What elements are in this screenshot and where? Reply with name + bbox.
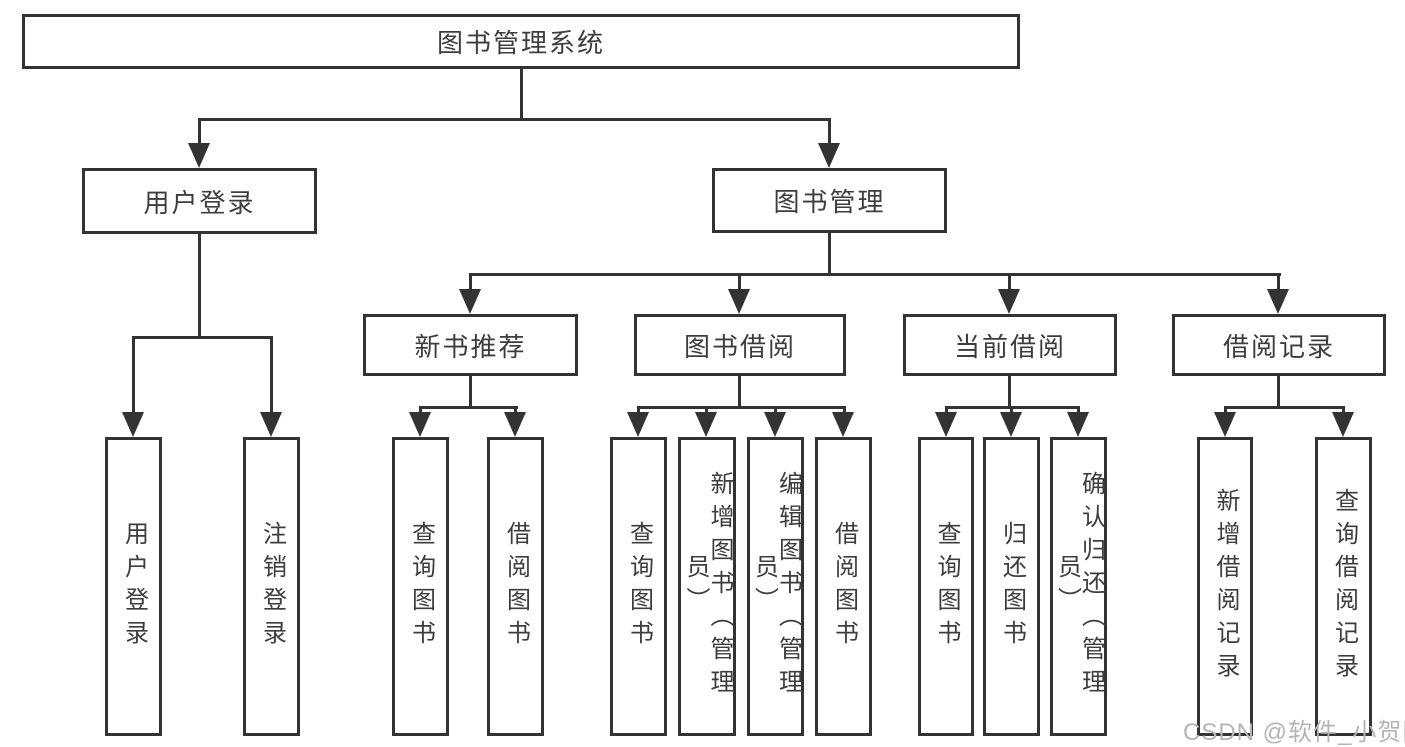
leaf-add-book-admin: 新增图书（管理员） xyxy=(678,437,736,736)
connector-vline xyxy=(419,406,422,416)
node-new-book-recommend: 新书推荐 xyxy=(363,314,578,376)
connector-vline xyxy=(198,118,201,146)
connector-vline xyxy=(469,273,472,293)
connector-vline xyxy=(774,406,777,416)
leaf-query-books-current: 查询图书 xyxy=(918,437,974,736)
node-library-system: 图书管理系统 xyxy=(22,14,1020,69)
arrow-down-icon xyxy=(1214,412,1236,437)
connector-hline xyxy=(132,336,273,339)
connector-vline xyxy=(828,118,831,146)
connector-vline xyxy=(1277,273,1280,293)
connector-vline xyxy=(705,406,708,416)
connector-vline xyxy=(1010,406,1013,416)
connector-hline xyxy=(419,406,518,409)
leaf-return-book: 归还图书 xyxy=(983,437,1040,736)
arrow-down-icon xyxy=(459,289,481,314)
connector-vline xyxy=(469,376,472,408)
arrow-down-icon xyxy=(627,412,649,437)
node-borrow-records: 借阅记录 xyxy=(1172,314,1386,376)
connector-vline xyxy=(198,234,201,338)
connector-hline xyxy=(1224,406,1345,409)
connector-vline xyxy=(828,233,831,276)
arrow-down-icon xyxy=(764,412,786,437)
connector-vline xyxy=(520,69,523,119)
node-user-login: 用户登录 xyxy=(82,168,317,234)
arrow-down-icon xyxy=(504,412,526,437)
arrow-down-icon xyxy=(188,143,210,168)
arrow-down-icon xyxy=(409,412,431,437)
leaf-confirm-return-admin: 确认归还（管理员） xyxy=(1050,437,1107,736)
node-current-borrow: 当前借阅 xyxy=(903,314,1117,376)
leaf-borrow-books: 借阅图书 xyxy=(815,437,872,736)
leaf-user-login: 用户登录 xyxy=(105,437,162,736)
connector-vline xyxy=(1277,376,1280,408)
connector-vline xyxy=(1077,406,1080,416)
connector-vline xyxy=(738,273,741,293)
connector-vline xyxy=(270,336,273,414)
arrow-down-icon xyxy=(1000,412,1022,437)
connector-vline xyxy=(1008,376,1011,408)
arrow-down-icon xyxy=(1067,412,1089,437)
connector-hline xyxy=(637,406,846,409)
watermark: CSDN @软件_小贺同学 xyxy=(1183,719,1405,746)
connector-vline xyxy=(738,376,741,408)
arrow-down-icon xyxy=(832,412,854,437)
leaf-add-borrow-record: 新增借阅记录 xyxy=(1197,437,1253,736)
connector-vline xyxy=(1008,273,1011,293)
leaf-query-books-borrow: 查询图书 xyxy=(610,437,667,736)
leaf-borrow-books-recommend: 借阅图书 xyxy=(487,437,544,736)
arrow-down-icon xyxy=(998,289,1020,314)
connector-vline xyxy=(514,406,517,416)
connector-hline xyxy=(198,118,831,121)
arrow-down-icon xyxy=(260,412,282,437)
connector-hline xyxy=(469,273,1281,276)
arrow-down-icon xyxy=(1332,412,1354,437)
node-book-borrow: 图书借阅 xyxy=(634,314,846,376)
connector-vline xyxy=(1224,406,1227,416)
arrow-down-icon xyxy=(1267,289,1289,314)
connector-vline xyxy=(843,406,846,416)
connector-vline xyxy=(1342,406,1345,416)
arrow-down-icon xyxy=(695,412,717,437)
leaf-logout: 注销登录 xyxy=(243,437,300,736)
arrow-down-icon xyxy=(818,143,840,168)
connector-vline xyxy=(637,406,640,416)
node-book-management: 图书管理 xyxy=(712,168,947,233)
arrow-down-icon xyxy=(728,289,750,314)
arrow-down-icon xyxy=(935,412,957,437)
leaf-query-borrow-record: 查询借阅记录 xyxy=(1315,437,1372,736)
leaf-edit-book-admin: 编辑图书（管理员） xyxy=(747,437,804,736)
leaf-query-books-recommend: 查询图书 xyxy=(392,437,449,736)
arrow-down-icon xyxy=(122,412,144,437)
connector-vline xyxy=(132,336,135,414)
connector-vline xyxy=(945,406,948,416)
